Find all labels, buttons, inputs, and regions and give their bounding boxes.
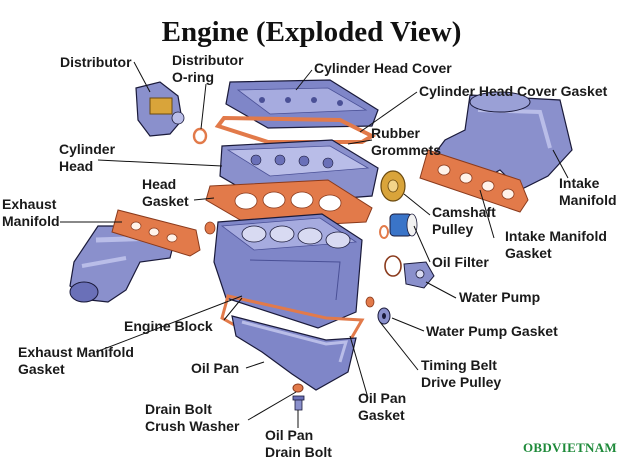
label-timing-belt-drive-pulley-line2: Drive Pulley — [421, 374, 502, 390]
label-head-gasket-line2: Gasket — [142, 193, 189, 209]
label-camshaft-pulley-line1: Camshaft — [432, 204, 496, 220]
diagram-title: Engine (Exploded View) — [161, 16, 462, 48]
water-pump-part — [403, 261, 435, 289]
head-gasket-part — [205, 179, 373, 229]
exhaust-manifold-gasket-part — [111, 209, 201, 257]
label-timing-belt-drive-pulley-line1: Timing Belt — [421, 357, 497, 373]
drain-bolt-crush-washer-part — [292, 383, 304, 393]
label-intake-manifold-gasket-line2: Gasket — [505, 245, 552, 261]
label-oil-pan-drain-bolt-line1: Oil Pan — [265, 427, 314, 443]
label-exhaust-manifold-gasket-line1: Exhaust Manifold — [18, 344, 134, 360]
label-intake-manifold-line1: Intake — [559, 175, 600, 191]
timing-belt-drive-pulley-part — [377, 307, 391, 325]
label-exhaust-manifold-gasket: Exhaust Manifold Gasket — [18, 344, 134, 378]
label-intake-manifold-gasket-line1: Intake Manifold — [505, 228, 607, 244]
water-pump-gasket-ring-part — [384, 255, 402, 277]
label-oil-pan-gasket-line1: Oil Pan — [358, 390, 407, 406]
label-timing-belt-drive-pulley: Timing Belt Drive Pulley — [421, 357, 501, 391]
label-engine-block: Engine Block — [124, 318, 213, 334]
label-oil-pan-drain-bolt-line2: Drain Bolt — [265, 444, 332, 460]
label-water-pump: Water Pump — [459, 289, 541, 305]
oil-filter-part — [389, 213, 418, 237]
label-oil-pan-gasket-line2: Gasket — [358, 407, 405, 423]
block-front-seal-part — [365, 296, 375, 308]
label-distributor-oring-line1: Distributor — [172, 52, 244, 68]
label-cylinder-head-line1: Cylinder — [59, 141, 116, 157]
engine-block-part — [213, 213, 363, 329]
label-drain-bolt-crush-washer-line1: Drain Bolt — [145, 401, 212, 417]
cylinder-head-cover-part — [225, 79, 379, 129]
label-exhaust-manifold-gasket-line2: Gasket — [18, 361, 65, 377]
label-oil-pan-gasket: Oil Pan Gasket — [358, 390, 406, 424]
label-oil-pan-drain-bolt: Oil Pan Drain Bolt — [265, 427, 332, 461]
label-cylinder-head: Cylinder Head — [59, 141, 115, 175]
label-oil-pan: Oil Pan — [191, 360, 240, 376]
label-cylinder-head-line2: Head — [59, 158, 94, 174]
label-intake-manifold: Intake Manifold — [559, 175, 617, 209]
label-rubber-grommets-line2: Grommets — [371, 142, 442, 158]
camshaft-pulley-part — [380, 170, 406, 202]
block-side-plug-part — [204, 221, 216, 235]
label-head-gasket-line1: Head — [142, 176, 177, 192]
label-exhaust-manifold: Exhaust Manifold — [2, 196, 60, 230]
label-distributor: Distributor — [60, 54, 132, 70]
label-water-pump-gasket: Water Pump Gasket — [426, 323, 558, 339]
oil-pan-drain-bolt-part — [292, 395, 305, 411]
distributor-part — [135, 81, 185, 137]
label-camshaft-pulley-line2: Pulley — [432, 221, 474, 237]
distributor-oring-part — [192, 127, 208, 145]
label-distributor-oring: Distributor O-ring — [172, 52, 244, 86]
label-distributor-oring-line2: O-ring — [172, 69, 214, 85]
label-oil-filter: Oil Filter — [432, 254, 489, 270]
label-drain-bolt-crush-washer: Drain Bolt Crush Washer — [145, 401, 239, 435]
label-drain-bolt-crush-washer-line2: Crush Washer — [145, 418, 240, 434]
label-rubber-grommets: Rubber Grommets — [371, 125, 441, 159]
label-intake-manifold-gasket: Intake Manifold Gasket — [505, 228, 607, 262]
oil-pan-part — [231, 315, 357, 391]
leader-lines — [60, 61, 569, 428]
label-cylinder-head-cover-gasket: Cylinder Head Cover Gasket — [419, 83, 608, 99]
oil-filter-oring-part — [379, 225, 389, 239]
label-cylinder-head-cover: Cylinder Head Cover — [314, 60, 452, 76]
label-intake-manifold-line2: Manifold — [559, 192, 617, 208]
label-exhaust-manifold-line1: Exhaust — [2, 196, 57, 212]
label-camshaft-pulley: Camshaft Pulley — [432, 204, 496, 238]
intake-manifold-gasket-part — [419, 149, 529, 213]
watermark: OBDVIETNAM — [522, 440, 617, 455]
label-rubber-grommets-line1: Rubber — [371, 125, 420, 141]
label-exhaust-manifold-line2: Manifold — [2, 213, 60, 229]
label-head-gasket: Head Gasket — [142, 176, 189, 210]
